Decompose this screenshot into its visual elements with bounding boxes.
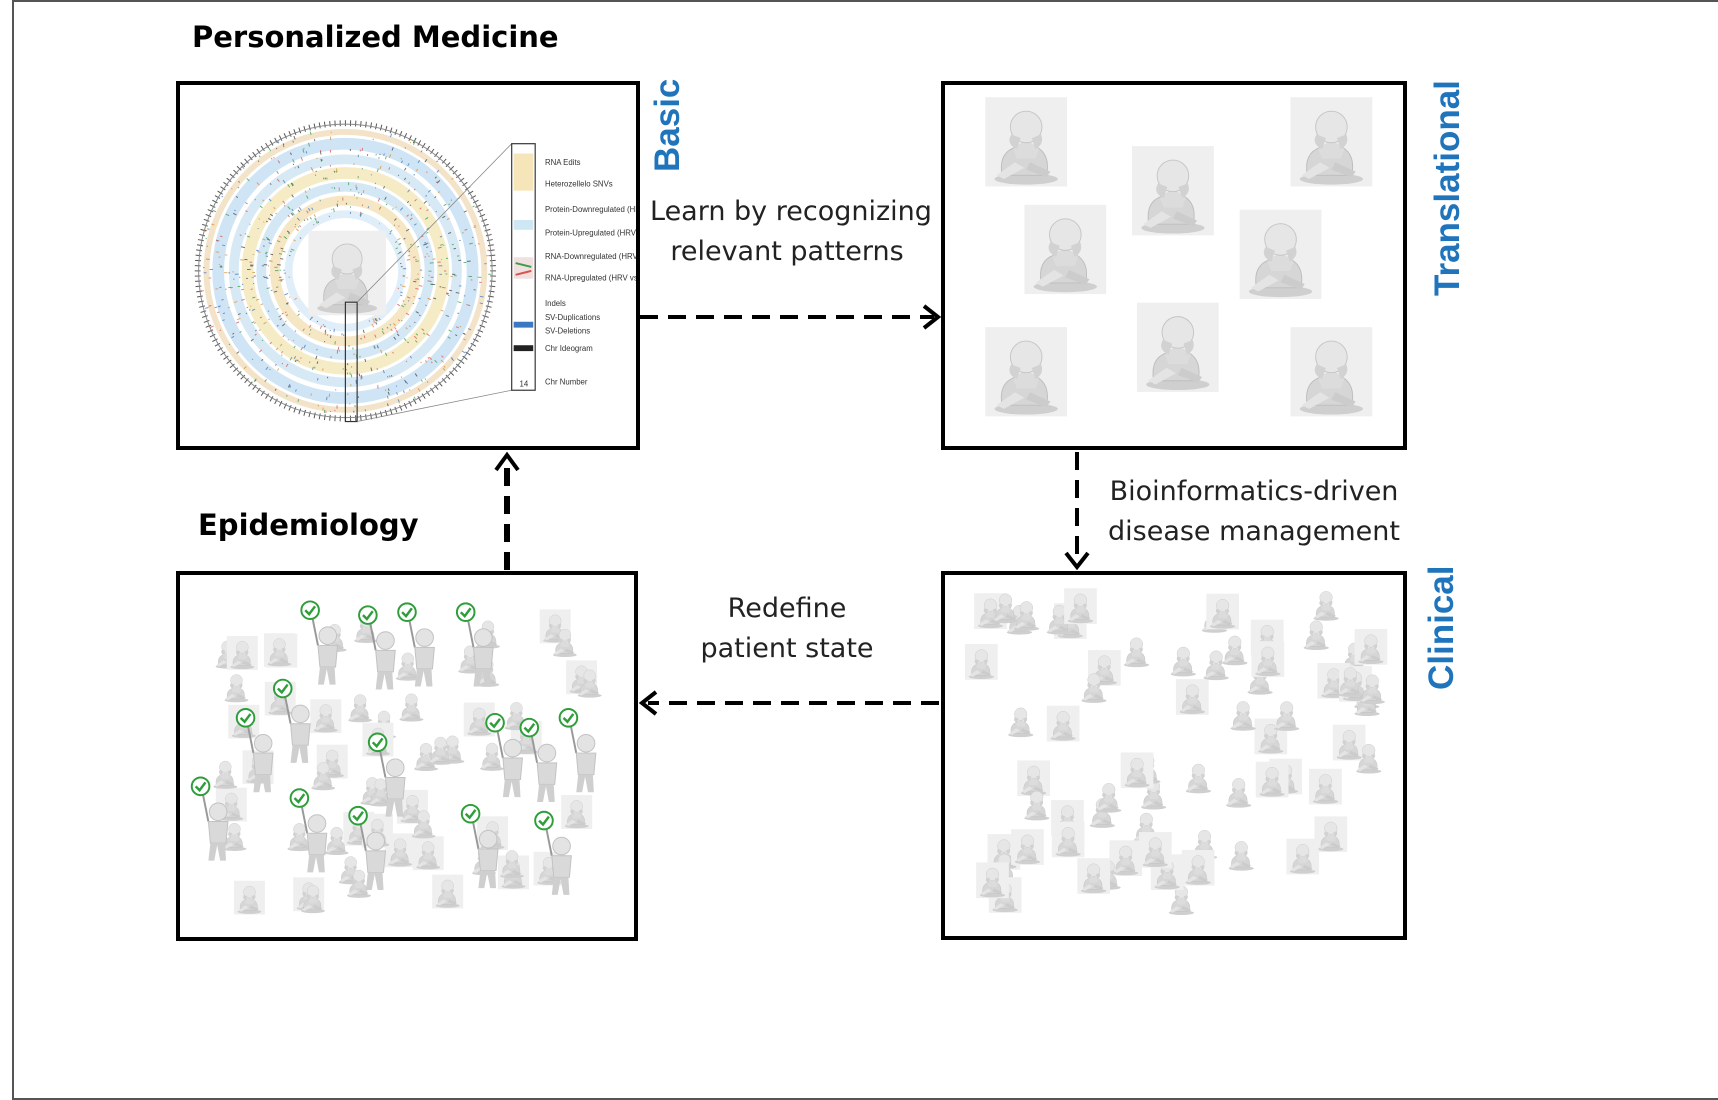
thinking-person-icon (1024, 205, 1106, 294)
thinking-person-icon (399, 694, 423, 722)
redefine-caption-line1: Redefine (680, 589, 894, 629)
circos-legend-label: SV-Deletions (545, 326, 590, 335)
thinking-person-icon (227, 636, 258, 670)
epidemiology-title: Epidemiology (198, 508, 419, 542)
thinking-person-icon (1286, 839, 1319, 875)
thinking-person-icon (1121, 752, 1154, 788)
thinking-person-icon (1230, 701, 1255, 730)
thinking-person-icon (264, 633, 295, 667)
personalized-medicine-title: Personalized Medicine (192, 20, 559, 54)
thinking-person-icon (1206, 594, 1239, 630)
thinking-person-icon (1011, 829, 1044, 865)
learn-caption-line1: Learn by recognizing (650, 192, 924, 232)
circos-legend-label: Heterozellelo SNVs (545, 180, 613, 189)
translational-label: Translational (1428, 80, 1468, 296)
circos-legend-label: RNA-Downregulated (HRV vs (545, 252, 636, 261)
thinking-person-icon (432, 875, 463, 909)
thinking-person-icon (1008, 708, 1033, 737)
learn-caption-line2: relevant patterns (650, 232, 924, 272)
circos-legend-label: Chr Number (545, 377, 588, 386)
bioinformatics-caption-line2: disease management (1108, 512, 1400, 552)
thinking-person-icon (1132, 146, 1214, 235)
thinking-person-icon (976, 862, 1009, 898)
thinking-person-icon (965, 644, 998, 680)
thinking-person-icon (1171, 647, 1196, 676)
redefine-caption-line2: patient state (680, 629, 894, 669)
thinking-person-icon (561, 795, 592, 829)
thinking-person-icon (1052, 822, 1085, 858)
thinking-person-icon (1313, 591, 1338, 620)
thinking-person-icon (985, 327, 1067, 416)
thinking-person-icon (1169, 886, 1194, 915)
thinking-person-icon (1291, 327, 1373, 416)
population-crowd-with-checks (180, 575, 634, 937)
circos-legend-label: RNA Edits (545, 158, 581, 167)
learn-caption: Learn by recognizing relevant patterns (650, 192, 924, 272)
thinking-person-icon (1182, 850, 1215, 886)
thinking-person-icon (1139, 832, 1172, 868)
circos-legend-label: Protein-Downregulated (HRV (545, 205, 636, 214)
circos-legend-label: Chr Ideogram (545, 344, 593, 353)
circos-legend-label: Protein-Upregulated (HRV v (545, 229, 636, 238)
redefine-caption: Redefine patient state (680, 589, 894, 669)
thinking-person-icon (310, 699, 341, 733)
chr-ideogram (514, 345, 534, 351)
translational-panel (941, 81, 1407, 450)
checkmark-sign-icon (301, 601, 337, 684)
checkmark-sign-icon (457, 603, 493, 686)
thinking-person-icon (224, 675, 248, 703)
checkmark-sign-icon (359, 606, 395, 689)
thinking-person-icon (348, 694, 372, 722)
thinking-person-icon (1137, 303, 1219, 392)
thinking-person-icon (1355, 629, 1388, 665)
thinking-person-icon (1304, 621, 1329, 650)
thinking-person-icon (1309, 769, 1342, 805)
thinking-person-icon (1064, 588, 1097, 624)
checkmark-sign-icon (560, 709, 596, 792)
clinical-panel (941, 571, 1407, 940)
chr-number-value: 14 (520, 379, 529, 388)
bioinformatics-caption: Bioinformatics-driven disease management (1108, 472, 1400, 552)
thinking-person-icon (1256, 762, 1289, 798)
thinking-person-icon (413, 836, 444, 870)
thinking-person-icon (1186, 764, 1211, 793)
thinking-person-icon (1047, 706, 1080, 742)
thinking-person-icon (1251, 641, 1284, 677)
thinking-person-icon (1291, 97, 1373, 186)
thinking-person-icon (213, 761, 237, 789)
thinking-person-icon (1017, 760, 1050, 796)
thinking-person-icon (985, 97, 1067, 186)
thinking-person-icon (1240, 210, 1322, 299)
circos-legend-label: Indels (545, 299, 566, 308)
thinking-person-icon (1124, 638, 1149, 667)
thinking-person-icon (1203, 651, 1228, 680)
thinking-person-icon (1222, 636, 1247, 665)
thinking-person-icon (234, 881, 265, 915)
thinking-person-icon (1314, 816, 1347, 852)
thinking-person-icon (1333, 725, 1366, 761)
thinking-person-icon (1176, 679, 1209, 715)
circos-legend-label: SV-Duplications (545, 313, 600, 322)
epidemiology-panel (176, 571, 638, 941)
thinking-person-icon (1274, 702, 1299, 731)
thinking-person-icon (1229, 841, 1254, 870)
thinking-people-grid (945, 85, 1403, 446)
patient-crowd (945, 575, 1403, 936)
thinking-person-icon (1226, 778, 1251, 807)
basic-label: Basic (648, 79, 688, 172)
clinical-label: Clinical (1422, 566, 1462, 690)
thinking-person-icon (1096, 783, 1121, 812)
circos-legend-label: RNA-Upregulated (HRV vs He (545, 274, 636, 283)
bioinformatics-caption-line1: Bioinformatics-driven (1108, 472, 1400, 512)
thinking-person-icon (1077, 858, 1110, 894)
